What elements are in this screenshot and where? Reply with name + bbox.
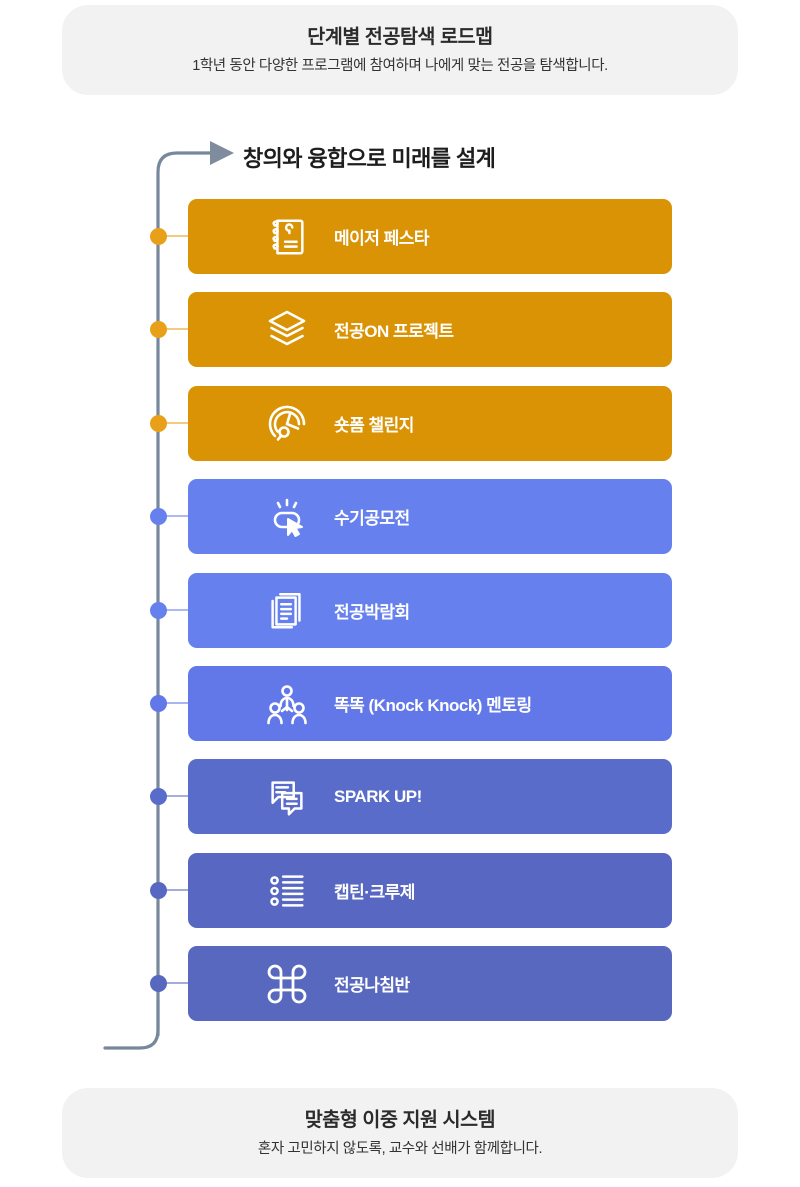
people-group-icon [260,677,314,731]
step-label: SPARK UP! [334,786,422,806]
step-connector [158,235,190,237]
documents-icon [260,584,314,638]
step-label: 전공박람회 [334,603,410,622]
step-card[interactable]: 전공나침반 [188,946,672,1021]
step-card[interactable]: SPARK UP! [188,759,672,834]
footer-subtitle: 혼자 고민하지 않도록, 교수와 선배가 함께합니다. [257,1140,543,1157]
bullet-list-icon [260,864,314,918]
step-connector [158,982,190,984]
roadmap-heading: 창의와 융합으로 미래를 설계 [243,146,496,171]
step-label: 수기공모전 [334,509,410,528]
step-connector [158,515,190,517]
step-node-dot [150,881,167,899]
step-connector [158,422,190,424]
step-label: 전공나침반 [334,976,410,995]
page-subtitle: 1학년 동안 다양한 프로그램에 참여하며 나에게 맞는 전공을 탐색합니다. [192,57,608,74]
click-cursor-icon [260,490,314,544]
notebook-icon [260,210,314,264]
command-icon [260,957,314,1011]
step-label: 캡틴·크루제 [334,883,415,902]
step-label: 메이저 페스타 [334,229,430,248]
chat-bubbles-icon [260,770,314,824]
step-connector [158,702,190,704]
step-card[interactable]: 메이저 페스타 [188,199,672,274]
step-card[interactable]: 캡틴·크루제 [188,853,672,928]
step-label: 전공ON 프로젝트 [334,322,454,341]
step-node-dot [150,227,167,245]
step-node-dot [150,507,167,525]
footer-title: 맞춤형 이중 지원 시스템 [304,1108,496,1131]
step-label: 똑똑 (Knock Knock) 멘토링 [334,696,532,715]
layers-icon [260,303,314,357]
step-node-dot [150,694,167,712]
step-card[interactable]: 수기공모전 [188,479,672,554]
step-connector [158,609,190,611]
stopwatch-icon [260,397,314,451]
step-card[interactable]: 전공박람회 [188,573,672,648]
step-node-dot [150,787,167,805]
header-banner: 단계별 전공탐색 로드맵 1학년 동안 다양한 프로그램에 참여하며 나에게 맞… [62,5,738,95]
step-connector [158,889,190,891]
page-title: 단계별 전공탐색 로드맵 [307,25,493,48]
step-node-dot [150,601,167,619]
footer-banner: 맞춤형 이중 지원 시스템 혼자 고민하지 않도록, 교수와 선배가 함께합니다… [62,1088,738,1178]
step-node-dot [150,974,167,992]
step-card[interactable]: 숏폼 챌린지 [188,386,672,461]
step-card[interactable]: 전공ON 프로젝트 [188,292,672,367]
step-card[interactable]: 똑똑 (Knock Knock) 멘토링 [188,666,672,741]
step-connector [158,328,190,330]
step-node-dot [150,320,167,338]
step-connector [158,795,190,797]
step-label: 숏폼 챌린지 [334,416,414,435]
step-node-dot [150,414,167,432]
